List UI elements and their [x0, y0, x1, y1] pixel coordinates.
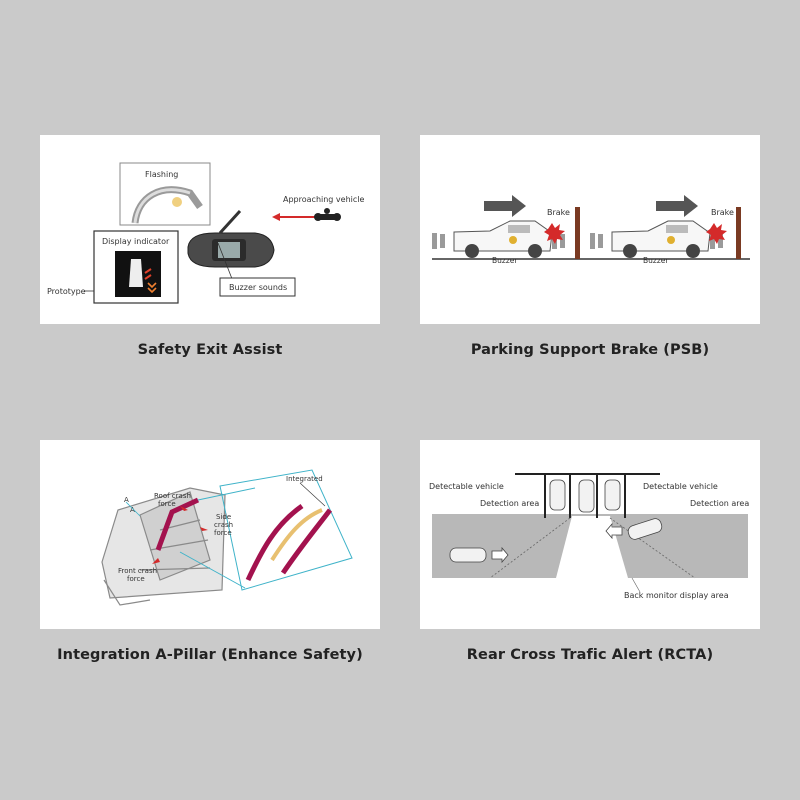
buzzer-label-left: Buzzer: [492, 256, 518, 265]
forward-arrow-right: [656, 195, 698, 217]
zoom-lines: [179, 469, 353, 591]
pillar-part-2: [270, 508, 323, 562]
flashing-label: Flashing: [145, 170, 178, 179]
flashing-light-icon: [172, 197, 182, 207]
safety-exit-assist-caption: Safety Exit Assist: [137, 342, 283, 358]
brake-burst-icon: [706, 223, 727, 244]
buzzer-sounds-box: [219, 277, 296, 297]
section-a-label-1: A: [124, 496, 129, 504]
brake-label-left: Brake: [547, 208, 570, 217]
approaching-car-right: [605, 518, 663, 540]
approaching-car-left: [449, 546, 509, 564]
integration-a-pillar-diagram: Integrated Roof crash force Side crash f…: [40, 440, 380, 629]
roof-crash-label-1: Roof crash: [154, 492, 191, 500]
detection-area-label-right: Detection area: [690, 499, 749, 508]
prototype-label: Prototype: [47, 287, 86, 296]
parked-cars: [549, 479, 621, 513]
display-indicator-label: Display indicator: [102, 237, 170, 246]
forward-arrow-left: [484, 195, 526, 217]
pillar-part-1: [245, 503, 304, 582]
back-monitor-label: Back monitor display area: [624, 591, 729, 600]
car-left: [453, 220, 553, 258]
approaching-vehicle-label: Approaching vehicle: [283, 195, 364, 204]
detectable-vehicle-label-left: Detectable vehicle: [429, 482, 504, 491]
buzzer-sounds-label: Buzzer sounds: [229, 283, 287, 292]
parking-support-brake-caption: Parking Support Brake (PSB): [470, 342, 710, 358]
brake-label-right: Brake: [711, 208, 734, 217]
parking-support-brake-diagram: Brake Buzzer Brake Buzzer: [420, 135, 760, 324]
a-pillar-highlight: [155, 497, 200, 551]
detection-area-label-left: Detection area: [480, 499, 539, 508]
brake-burst-icon: [544, 223, 565, 244]
pillar-part-3: [280, 508, 332, 575]
integration-a-pillar-caption: Integration A-Pillar (Enhance Safety): [57, 647, 363, 663]
safety-exit-assist-diagram: Flashing Display indicator Prototype App…: [40, 135, 380, 324]
roof-crash-label-2: force: [158, 500, 176, 508]
indicator-car-icon: [129, 259, 143, 287]
rear-cross-traffic-alert-caption: Rear Cross Trafic Alert (RCTA): [466, 647, 714, 663]
side-force-arrow: [200, 527, 208, 531]
integrated-label: Integrated: [286, 475, 323, 483]
wall-right: [736, 207, 741, 259]
car-body-frame: [101, 487, 226, 606]
front-crash-label-2: force: [127, 575, 145, 583]
buzzer-label-right: Buzzer: [643, 256, 669, 265]
detectable-vehicle-label-right: Detectable vehicle: [643, 482, 718, 491]
roof-force-arrow: [180, 506, 188, 511]
front-force-arrow: [152, 558, 160, 564]
chevron-down-icon: [147, 282, 157, 294]
front-crash-label-1: Front crash: [118, 567, 157, 575]
side-crash-label-1: Side: [216, 513, 231, 521]
detection-area-lines: [489, 517, 696, 579]
sensor-waves-right: [590, 233, 723, 249]
side-crash-label-2: crash: [214, 521, 233, 529]
rear-cross-traffic-alert-diagram: Detectable vehicle Detection area Detect…: [420, 440, 760, 629]
car-top-view: [187, 209, 275, 268]
side-crash-label-3: force: [214, 529, 232, 537]
warning-icon: [509, 236, 517, 244]
wall-left: [575, 207, 580, 259]
section-a-label-2: A: [130, 506, 135, 514]
motorcycle-icon: [314, 208, 341, 221]
car-right: [611, 220, 711, 258]
